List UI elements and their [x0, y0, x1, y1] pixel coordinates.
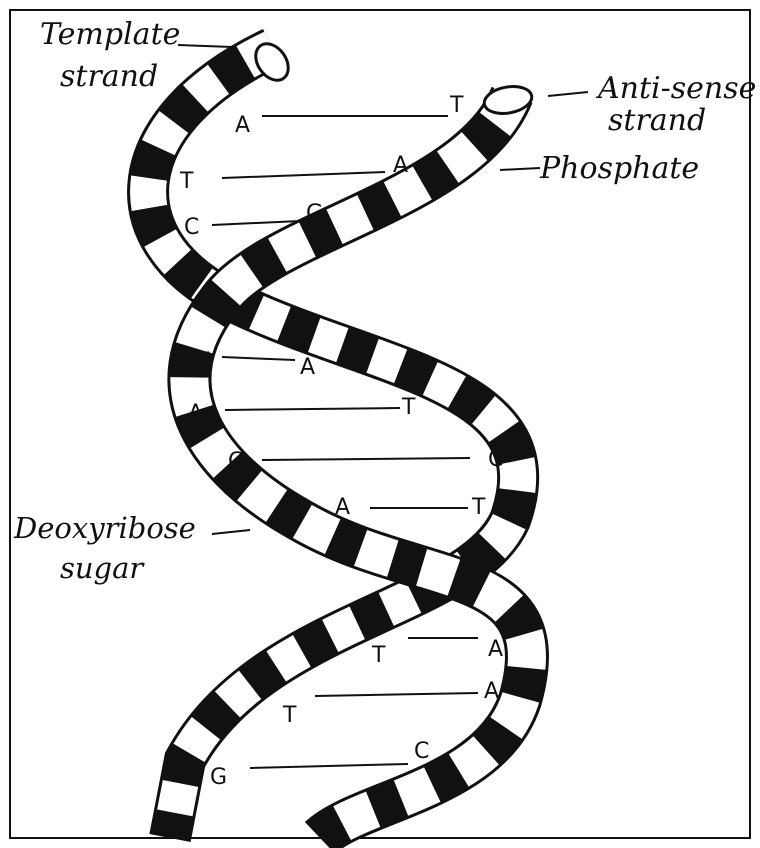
rung-9 [315, 693, 478, 696]
base-8-right: A [488, 637, 503, 662]
antisense-leader [548, 92, 588, 96]
base-9-right: A [484, 679, 499, 704]
base-2-right: A [393, 153, 408, 178]
base-3-left: C [184, 215, 199, 240]
base-6-right: C [488, 447, 503, 472]
deoxyribose-label-line1: Deoxyribose [13, 511, 196, 545]
rung-3 [212, 221, 300, 225]
base-10-left: G [210, 765, 227, 790]
base-5-right: T [401, 395, 416, 420]
template-leader [178, 45, 232, 47]
base-4-right: A [300, 355, 315, 380]
deoxyribose-leader [212, 530, 250, 534]
base-1-right: T [449, 93, 464, 118]
template-label-line2: strand [60, 59, 158, 94]
rung-6 [262, 458, 470, 460]
base-4-left: T [195, 349, 210, 374]
base-7-left: A [335, 495, 350, 520]
base-7-right: T [471, 495, 486, 520]
base-8-left: T [371, 643, 386, 668]
rung-5 [225, 408, 400, 410]
base-3-right: G [306, 201, 323, 226]
template-label-line1: Template [40, 17, 180, 52]
base-9-left: T [282, 703, 297, 728]
base-6-left: G [228, 449, 245, 474]
antisense-label-line2: strand [608, 103, 706, 138]
base-5-left: A [188, 401, 203, 426]
antisense-label-line1: Anti-sense [595, 71, 756, 106]
rung-10 [250, 764, 408, 768]
base-1-left: A [235, 113, 250, 138]
base-10-right: C [414, 739, 429, 764]
phosphate-leader [500, 168, 540, 170]
phosphate-label: Phosphate [539, 151, 699, 186]
base-2-left: T [179, 169, 194, 194]
rung-2 [222, 172, 385, 178]
deoxyribose-label-line2: sugar [60, 551, 145, 585]
rung-4 [222, 357, 295, 360]
